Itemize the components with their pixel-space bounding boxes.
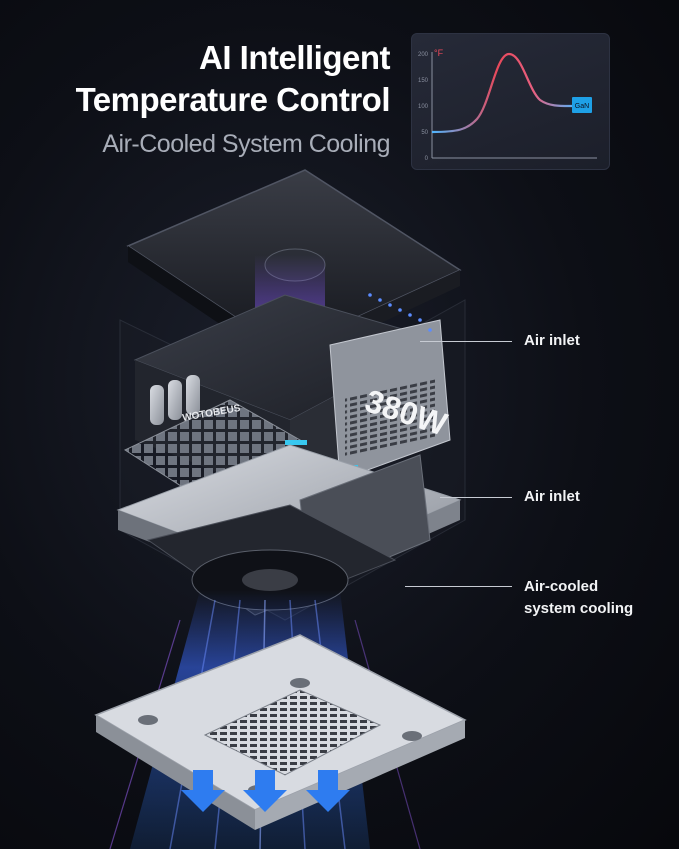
graph-tick-0: 0 [425,156,429,162]
graph-tick-50: 50 [421,130,428,136]
gan-badge-label: GaN [575,103,589,110]
callout-line-air-inlet-1 [420,341,512,342]
callout-air-cooled-system-cooling: Air-cooled system cooling [524,578,634,617]
callout-line-air-cooled [405,586,512,587]
callout-line-air-inlet-2 [440,497,512,498]
graph-tick-100: 100 [418,104,429,110]
temperature-curve [431,52,578,134]
temperature-graph: °F 200 150 100 50 0 GaN [418,48,597,162]
down-arrow-icon [243,770,287,812]
down-arrow-icon [181,770,225,812]
callout-air-inlet-1: Air inlet [524,332,580,349]
headline-subtitle: Air-Cooled System Cooling [102,130,390,158]
graph-tick-200: 200 [418,52,429,58]
temperature-graph-card: °F 200 150 100 50 0 GaN [411,33,610,170]
headline-line-1: AI Intelligent [199,39,391,76]
graph-unit: °F [434,48,444,58]
headline-line-2: Temperature Control [75,81,391,118]
down-arrow-icon [306,770,350,812]
bottom-plate [94,634,467,830]
graph-tick-150: 150 [418,78,429,84]
callout-air-inlet-2: Air inlet [524,488,580,505]
gan-badge [572,97,592,113]
inlet-dots [368,293,432,332]
airflow-down-arrows [181,770,350,812]
headline: AI Intelligent Temperature Control Air-C… [75,38,391,164]
